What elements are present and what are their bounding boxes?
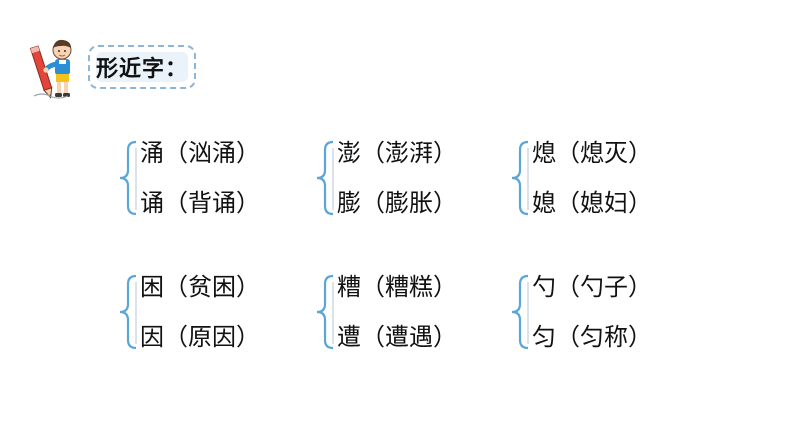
char-line: 困（贫困）	[140, 273, 260, 301]
char-line: 糟（糟糕）	[337, 273, 457, 301]
left-brace-icon	[316, 140, 334, 216]
title-background	[96, 52, 188, 82]
char-group-3: 熄（熄灭） 媳（媳妇）	[510, 136, 710, 228]
char-group-5: 糟（糟糕） 遭（遭遇）	[315, 270, 515, 362]
char-group-1: 涌（汹涌） 诵（背诵）	[118, 136, 318, 228]
char-group-4: 困（贫困） 因（原因）	[118, 270, 318, 362]
char-line: 膨（膨胀）	[337, 189, 457, 217]
char-line: 媳（媳妇）	[532, 189, 652, 217]
left-brace-icon	[119, 140, 137, 216]
left-brace-icon	[511, 140, 529, 216]
char-group-2: 澎（澎湃） 膨（膨胀）	[315, 136, 515, 228]
left-brace-icon	[119, 274, 137, 350]
char-line: 诵（背诵）	[140, 189, 260, 217]
char-line: 熄（熄灭）	[532, 139, 652, 167]
char-line: 涌（汹涌）	[140, 139, 260, 167]
char-line: 澎（澎湃）	[337, 139, 457, 167]
section-title: 形近字：	[95, 57, 188, 82]
char-group-6: 勺（勺子） 匀（匀称）	[510, 270, 710, 362]
title-frame: 形近字：	[88, 45, 196, 89]
char-line: 遭（遭遇）	[337, 323, 457, 351]
char-line: 匀（匀称）	[532, 323, 652, 351]
left-brace-icon	[316, 274, 334, 350]
char-line: 勺（勺子）	[532, 273, 652, 301]
boy-with-pencil-illustration	[29, 39, 72, 99]
left-brace-icon	[511, 274, 529, 350]
char-line: 因（原因）	[140, 323, 260, 351]
